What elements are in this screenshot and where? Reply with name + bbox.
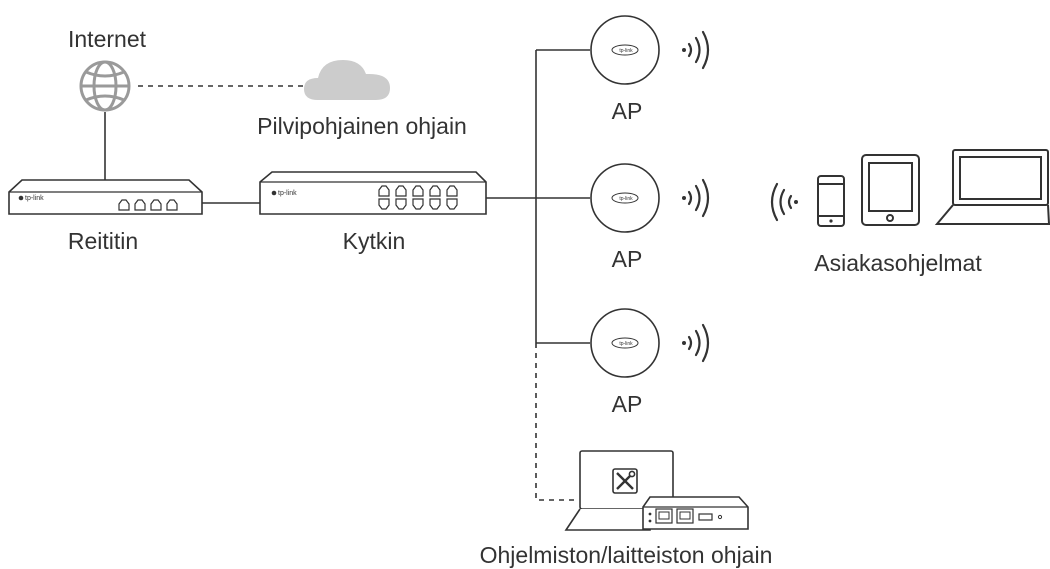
controller-label: Ohjelmiston/laitteiston ohjain [480,542,773,568]
connections [104,49,590,501]
router-brand: tp-link [25,195,44,202]
tablet-icon [861,154,920,226]
client-wifi-icon [770,182,798,222]
wrench-screwdriver-icon [612,468,638,494]
switch-label: Kytkin [343,228,406,254]
router-logo-icon [18,195,24,201]
wifi-signal-icon [682,30,710,70]
ap1-label: AP [612,98,643,124]
clients-label: Asiakasohjelmat [814,250,982,276]
phone-icon [817,175,845,227]
ap-3: tp-link [590,308,660,378]
wifi-signal-icon [682,178,710,218]
cloud-label: Pilvipohjainen ohjain [257,113,467,139]
switch-ports [378,185,458,210]
internet-label: Internet [68,26,147,52]
wifi-signal-icon [682,323,710,363]
ap3-label: AP [612,391,643,417]
laptop-icon [934,149,1050,225]
ap2-label: AP [612,246,643,272]
router-label: Reititin [68,228,138,254]
controller-dashed-line [535,343,578,501]
hardware-controller-device [642,496,749,530]
switch-brand: tp-link [278,190,297,197]
switch-device: tp-link [259,171,487,215]
router-device: tp-link [8,179,203,215]
ap-1: tp-link [590,15,660,85]
switch-logo-icon [271,190,277,196]
router-ports [118,199,178,211]
ap3-brand: tp-link [619,341,633,347]
ap1-brand: tp-link [619,48,633,54]
ap-2: tp-link [590,163,660,233]
globe-icon [79,60,131,112]
cloud-icon [304,60,390,100]
ap2-brand: tp-link [619,196,633,202]
